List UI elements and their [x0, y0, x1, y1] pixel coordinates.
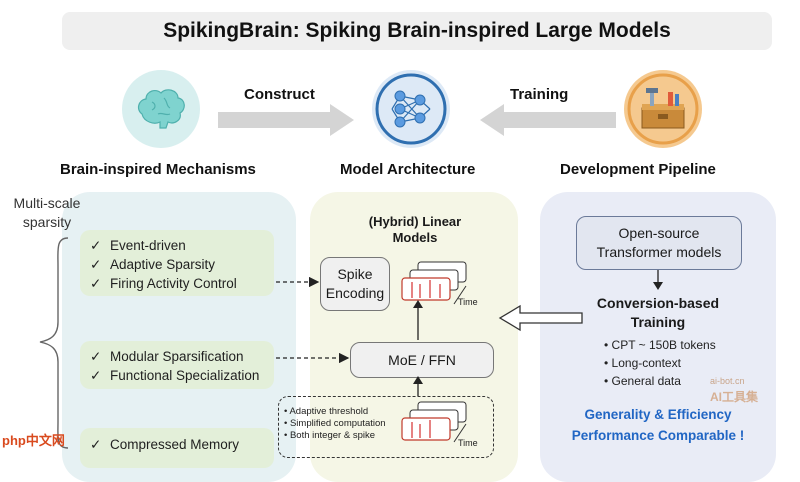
watermark-bottom-left: php中文网	[2, 433, 65, 448]
multi-scale-label: Multi-scale sparsity	[8, 194, 86, 232]
time-label-bottom: Time	[458, 438, 478, 448]
list-item: ✓Event-driven	[90, 238, 186, 253]
transformer-line1: Open-source	[618, 225, 700, 241]
spike-encoding-box: Spike Encoding	[320, 257, 390, 311]
conversion-training-title: Conversion-based Training	[570, 294, 746, 332]
brain-inspired-label: Brain-inspired Mechanisms	[60, 161, 256, 178]
mechanism-group-3: ✓Compressed Memory	[80, 428, 274, 468]
list-item: • Both integer & spike	[284, 430, 375, 441]
conversion-line2: Training	[630, 314, 686, 330]
check-icon: ✓	[90, 238, 102, 253]
watermark-right-small: ai-bot.cn	[710, 376, 745, 386]
watermark-right-big: AI工具集	[710, 390, 759, 404]
spike-encoding-line2: Encoding	[325, 285, 385, 301]
toolbox-icon	[627, 73, 699, 145]
transformer-box: Open-source Transformer models	[576, 216, 742, 270]
list-item: • Simplified computation	[284, 418, 386, 429]
model-architecture-label: Model Architecture	[340, 161, 476, 178]
check-icon: ✓	[90, 257, 102, 272]
construct-arrow	[218, 104, 354, 136]
spike-train-icon-bottom	[401, 401, 467, 443]
spike-encoding-line1: Spike	[337, 266, 373, 282]
conversion-line1: Conversion-based	[596, 295, 720, 311]
model-circle	[372, 70, 450, 148]
sparsity-brace	[39, 237, 69, 449]
list-item: • CPT ~ 150B tokens	[604, 338, 716, 352]
list-item: ✓Adaptive Sparsity	[90, 257, 216, 272]
training-bullets: • CPT ~ 150B tokens • Long-context • Gen…	[604, 336, 716, 390]
check-icon: ✓	[90, 276, 102, 291]
conversion-arrow	[498, 304, 583, 332]
moe-up-arrow	[413, 300, 423, 340]
list-item: ✓Functional Specialization	[90, 368, 260, 383]
list-item: ✓Modular Sparsification	[90, 349, 244, 364]
brain-icon	[137, 89, 185, 129]
dashed-arrows	[276, 276, 350, 364]
training-arrow	[480, 104, 616, 136]
list-item: ✓Firing Activity Control	[90, 276, 237, 291]
list-item: • Adaptive threshold	[284, 406, 369, 417]
development-pipeline-label: Development Pipeline	[560, 161, 716, 178]
multi-scale-line2: sparsity	[22, 214, 72, 230]
footer-line2: Performance Comparable !	[571, 428, 745, 443]
multi-scale-line1: Multi-scale	[13, 195, 81, 211]
check-icon: ✓	[90, 349, 102, 364]
footer-line1: Generality & Efficiency	[584, 407, 732, 422]
linear-models-title: (Hybrid) Linear Models	[340, 214, 490, 246]
moe-ffn-label: MoE / FFN	[388, 352, 456, 368]
brain-circle	[122, 70, 200, 148]
time-label-top: Time	[458, 297, 478, 307]
linear-models-line1: (Hybrid) Linear	[368, 214, 462, 229]
pipeline-circle	[624, 70, 702, 148]
transformer-down-arrow	[653, 270, 663, 290]
construct-label: Construct	[244, 86, 315, 103]
check-icon: ✓	[90, 368, 102, 383]
list-item: • General data	[604, 374, 681, 388]
title-bar: SpikingBrain: Spiking Brain-inspired Lar…	[62, 12, 772, 50]
spike-train-icon	[401, 261, 467, 305]
mechanism-group-1: ✓Event-driven ✓Adaptive Sparsity ✓Firing…	[80, 230, 274, 296]
neural-network-icon	[375, 73, 447, 145]
ffn-up-arrow	[413, 376, 423, 396]
list-item: ✓Compressed Memory	[90, 437, 240, 452]
page-title: SpikingBrain: Spiking Brain-inspired Lar…	[163, 19, 671, 42]
list-item: • Long-context	[604, 356, 681, 370]
spiking-neuron-features: • Adaptive threshold • Simplified comput…	[284, 406, 386, 442]
transformer-line2: Transformer models	[596, 244, 722, 260]
mechanism-group-2: ✓Modular Sparsification ✓Functional Spec…	[80, 341, 274, 389]
moe-ffn-box: MoE / FFN	[350, 342, 494, 378]
training-label: Training	[510, 86, 569, 103]
linear-models-line2: Models	[392, 230, 438, 245]
footer-statement: Generality & Efficiency Performance Comp…	[552, 404, 764, 446]
check-icon: ✓	[90, 437, 102, 452]
